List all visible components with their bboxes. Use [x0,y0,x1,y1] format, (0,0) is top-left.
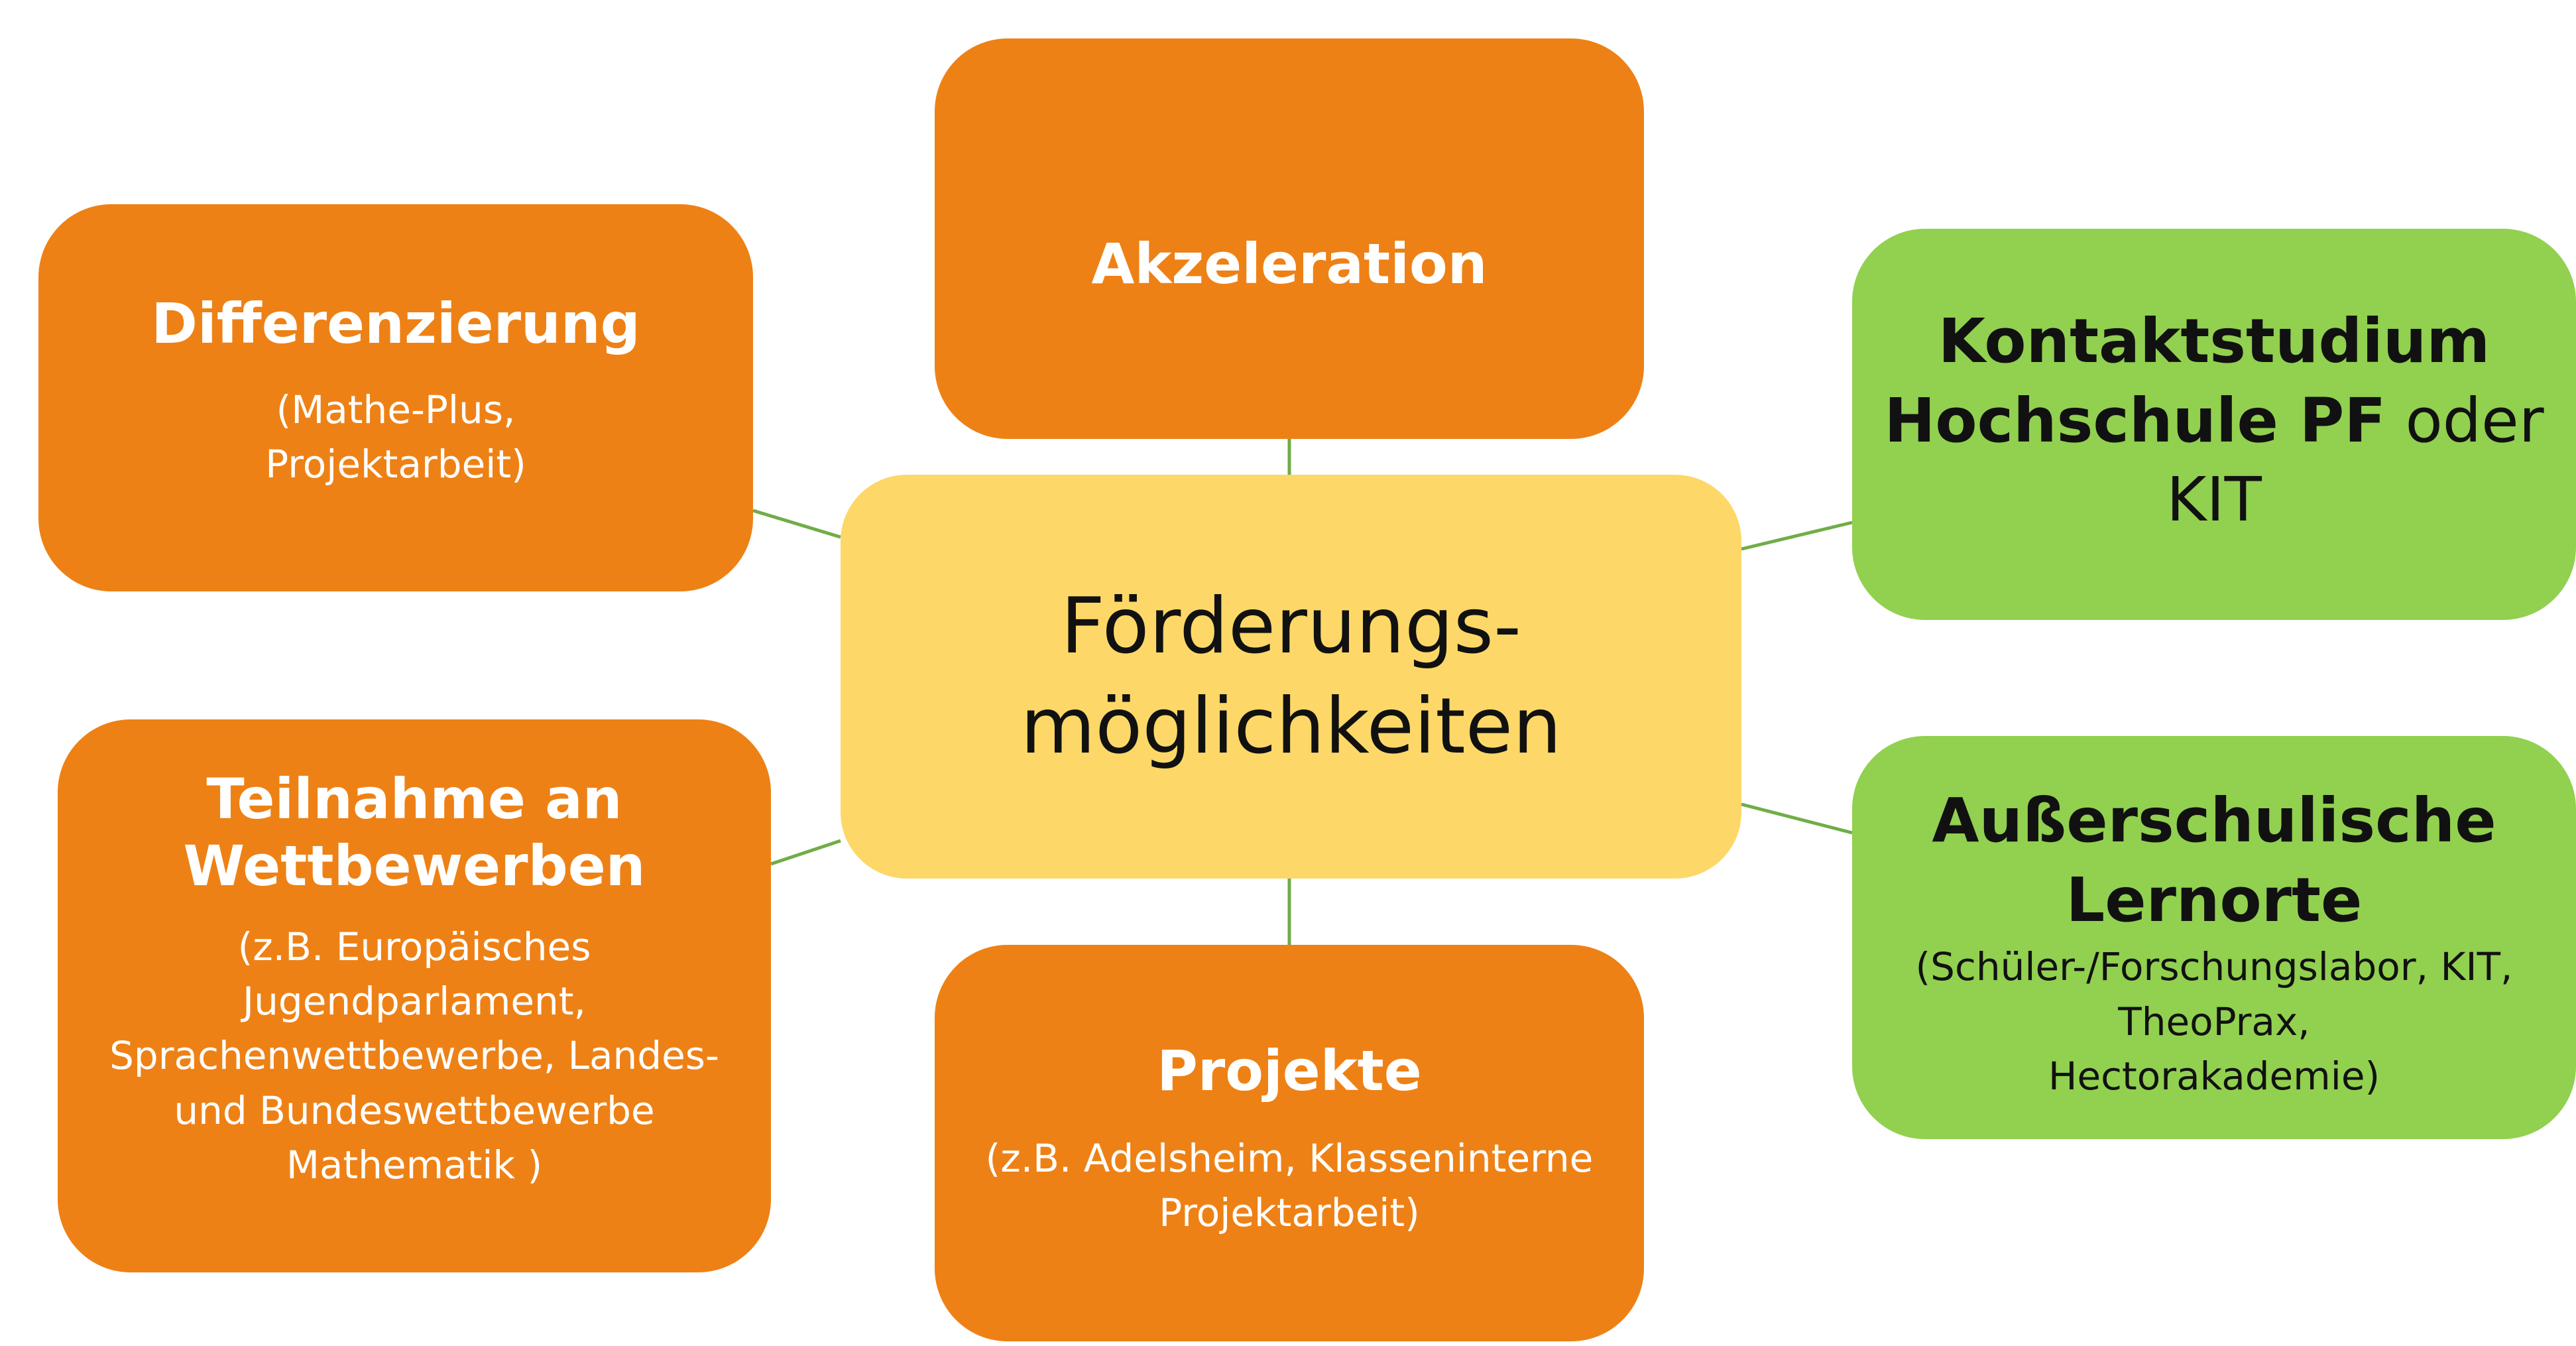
node-kontaktstudium-title-3: KIT [2166,464,2262,536]
node-kontaktstudium-title-2: Hochschule PF oder [1884,381,2544,461]
node-center-line-1: Förderungs- [1061,581,1521,671]
node-differenzierung-detail-1: (Mathe-Plus, [276,387,516,432]
node-differenzierung-title: Differenzierung [151,291,640,356]
node-wettbewerbe-title-1: Teilnahme an [206,766,622,831]
node-wettbewerbe-detail-2: Jugendparlament, [243,978,586,1024]
node-kontaktstudium: Kontaktstudium Hochschule PF oder KIT [1852,229,2576,620]
node-kontaktstudium-title-2-bold: Hochschule PF [1884,385,2386,456]
node-akzeleration-title: Akzeleration [1091,231,1488,296]
node-wettbewerbe-detail-5: Mathematik ) [286,1142,543,1188]
node-projekte-title: Projekte [1157,1038,1422,1103]
node-lernorte-title-2: Lernorte [2066,864,2363,936]
connector-differenzierung [752,509,841,539]
node-lernorte: Außerschulische Lernorte (Schüler-/Forsc… [1852,736,2576,1139]
connector-wettbewerbe [770,839,841,866]
node-wettbewerbe-detail-1: (z.B. Europäisches [237,924,591,969]
node-wettbewerbe-detail-3: Sprachenwettbewerbe, Landes- [109,1033,719,1079]
node-kontaktstudium-title-suffix: oder [2386,385,2544,456]
connector-kontaktstudium [1741,520,1853,551]
node-differenzierung: Differenzierung (Mathe-Plus, Projektarbe… [38,204,753,591]
node-lernorte-title-1: Außerschulische [1932,785,2496,856]
node-center: Förderungs- möglichkeiten [841,475,1741,879]
connector-lernorte [1741,802,1853,835]
node-projekte: Projekte (z.B. Adelsheim, Klasseninterne… [935,945,1644,1341]
node-lernorte-detail-1: (Schüler-/Forschungslabor, KIT, [1915,944,2513,990]
node-wettbewerbe-title-2: Wettbewerben [183,833,646,898]
node-wettbewerbe-detail-4: und Bundeswettbewerbe [174,1087,655,1133]
node-projekte-detail-1: (z.B. Adelsheim, Klasseninterne [985,1135,1594,1181]
node-projekte-detail-2: Projektarbeit) [1159,1190,1420,1236]
node-kontaktstudium-title-1: Kontaktstudium [1938,306,2490,377]
node-differenzierung-detail-2: Projektarbeit) [265,442,526,487]
node-lernorte-detail-3: Hectorakademie) [2048,1053,2380,1099]
node-center-line-2: möglichkeiten [1020,681,1562,771]
node-wettbewerbe: Teilnahme an Wettbewerben (z.B. Europäis… [58,719,771,1272]
node-lernorte-detail-2: TheoPrax, [2118,999,2310,1044]
node-akzeleration: Akzeleration [935,38,1644,439]
